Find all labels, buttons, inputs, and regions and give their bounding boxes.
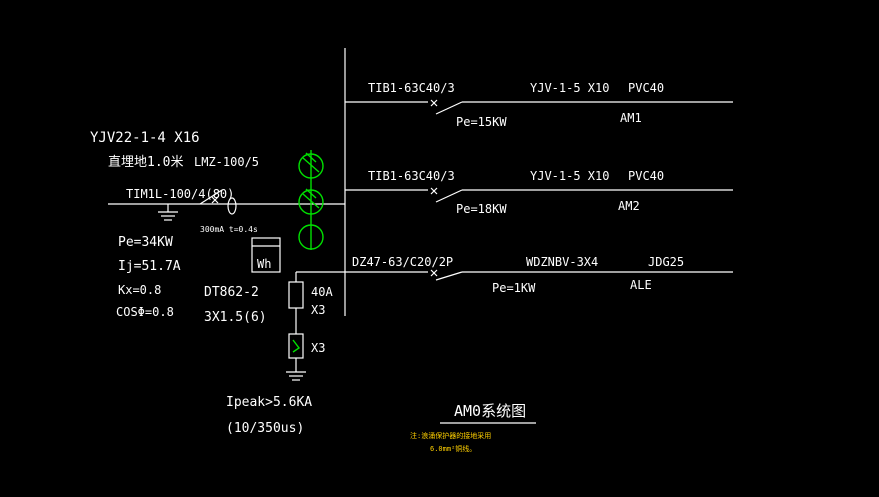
spd-ipeak-label: Ipeak>5.6KA — [226, 395, 312, 410]
incoming-earth-icon — [158, 204, 178, 221]
energy-meter-icon — [251, 237, 281, 273]
circuit-ale — [345, 269, 733, 281]
am2-pe-label: Pe=18KW — [456, 202, 507, 216]
ct-model-label: LMZ-100/5 — [194, 155, 259, 169]
incoming-cable-label: YJV22-1-4 X16 — [90, 130, 200, 146]
meter-model-label: DT862-2 — [204, 285, 259, 300]
am1-conduit-label: PVC40 — [628, 81, 664, 95]
incoming-burial-label: 直埋地1.0米 — [108, 155, 183, 170]
spd-arrester-icon — [288, 333, 304, 359]
incoming-breaker-cross-2 — [211, 196, 219, 204]
meter-symbol: Wh — [257, 257, 271, 271]
incoming-breaker-contact — [199, 189, 223, 205]
am1-cable-label: YJV-1-5 X10 — [530, 81, 609, 95]
incoming-breaker-label: TIM1L-100/4(80) — [126, 187, 234, 201]
am1-breaker-label: TIB1-63C40/3 — [368, 81, 455, 95]
spd-branch — [288, 271, 345, 372]
ale-cable-label: WDZNBV-3X4 — [526, 255, 598, 269]
incoming-cos-label: COSΦ=0.8 — [116, 305, 174, 319]
am2-cable-label: YJV-1-5 X10 — [530, 169, 609, 183]
am1-pe-label: Pe=15KW — [456, 115, 507, 129]
spd-wave-label: (10/350us) — [226, 421, 304, 436]
incoming-kx-label: Kx=0.8 — [118, 283, 161, 297]
ale-pe-label: Pe=1KW — [492, 281, 536, 295]
am2-breaker-label: TIB1-63C40/3 — [368, 169, 455, 183]
am2-name-label: AM2 — [618, 199, 640, 213]
incoming-pe-label: Pe=34KW — [118, 235, 173, 250]
current-transformer-icons — [298, 150, 324, 250]
spd-arrester-x3-label: X3 — [311, 341, 325, 355]
note-line-1: 注:浪涌保护器的接地采用 — [410, 431, 491, 440]
circuit-am1 — [345, 99, 733, 115]
ale-breaker-label: DZ47-63/C20/2P — [352, 255, 453, 269]
diagram-title: AM0系统图 — [454, 402, 526, 420]
spd-fuse-icon — [288, 281, 304, 309]
am2-conduit-label: PVC40 — [628, 169, 664, 183]
note-line-2: 6.0mm²铜线。 — [430, 444, 476, 453]
spd-fuse-label: 40A — [311, 285, 333, 299]
incoming-ij-label: Ij=51.7A — [118, 259, 181, 274]
rcd-toroid-icon — [227, 197, 237, 215]
circuit-am2 — [345, 187, 733, 203]
spd-fuse-x3-label: X3 — [311, 303, 325, 317]
ale-name-label: ALE — [630, 278, 652, 292]
spd-earth-icon — [286, 371, 306, 381]
rcd-label: 300mA t=0.4s — [200, 225, 258, 234]
am1-name-label: AM1 — [620, 111, 642, 125]
meter-spec-label: 3X1.5(6) — [204, 310, 267, 325]
ale-conduit-label: JDG25 — [648, 255, 684, 269]
